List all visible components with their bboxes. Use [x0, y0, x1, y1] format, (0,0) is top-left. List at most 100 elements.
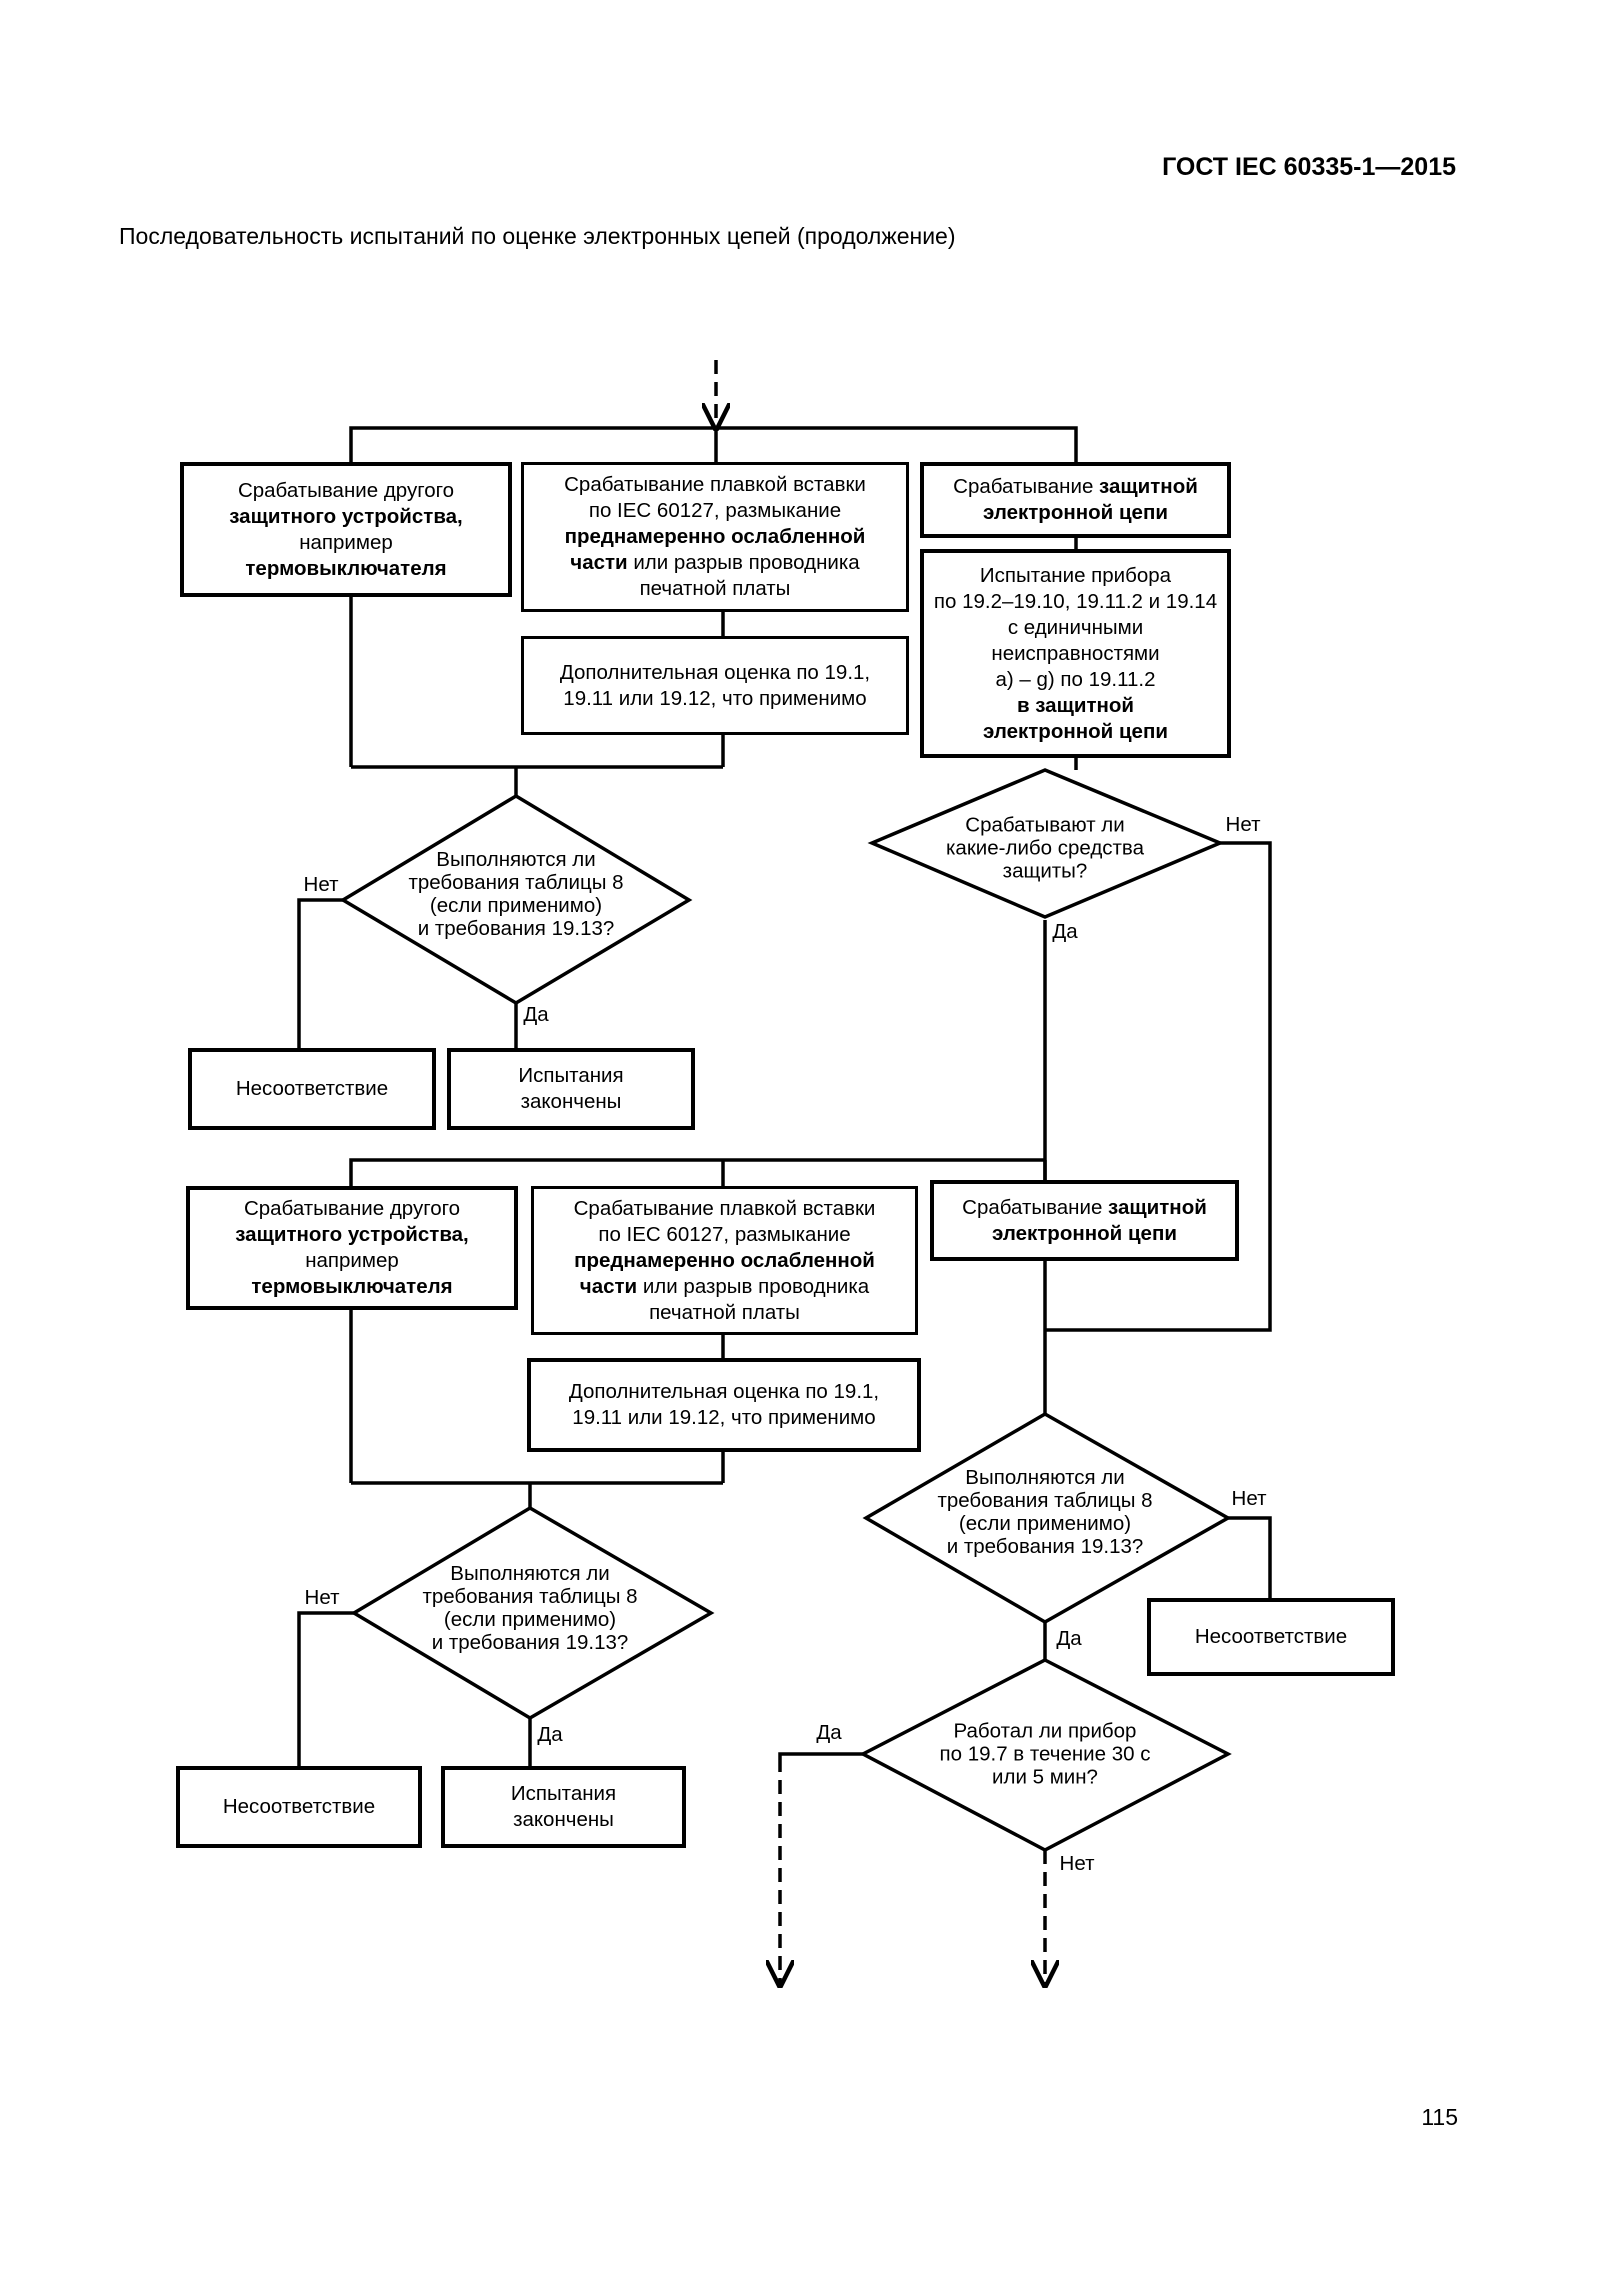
fuse-text: преднамеренно ослабленной [574, 1248, 875, 1272]
yes-label: Да [537, 1723, 563, 1746]
appliance-test-text: по 19.2–19.10, 19.11.2 и 19.14 [933, 589, 1218, 613]
nonconformity-box: Несоответствие [188, 1048, 436, 1130]
decision-shape [862, 1411, 1232, 1625]
decision-text: (если применимо) [443, 1608, 617, 1631]
yes-label: Да [1056, 1627, 1082, 1650]
tests-done-text: Испытания [518, 1064, 624, 1087]
other-device-text: например [299, 530, 393, 554]
decision-requirements-2: Выполняются ли требования таблицы 8 (есл… [422, 1562, 637, 1654]
fuse-text: по IEC 60127, размыкание [588, 499, 842, 522]
decision-text: Выполняются ли [450, 1562, 610, 1585]
fuse-text: по IEC 60127, размыкание [598, 1222, 851, 1246]
fuse-box-2: Срабатывание плавкой вставки по IEC 6012… [531, 1186, 918, 1335]
appliance-test-text: a) – g) по 19.11.2 [995, 667, 1156, 691]
fuse-text: печатной платы [639, 577, 791, 600]
protective-circuit-box-2: Срабатывание защитной электронной цепи [930, 1180, 1239, 1261]
no-label: Нет [1231, 1487, 1267, 1510]
fuse-text: Срабатывание плавкой вставки [564, 473, 866, 496]
decision-requirements-3: Выполняются ли требования таблицы 8 (есл… [937, 1466, 1152, 1558]
protective-circuit-text: защитной [1099, 475, 1198, 498]
no-label: Нет [1059, 1852, 1095, 1875]
other-device-text: например [305, 1249, 399, 1272]
no-label: Нет [303, 873, 339, 896]
decision-text: Работал ли прибор [953, 1719, 1137, 1743]
nonconformity-text: Несоответствие [235, 1077, 389, 1100]
protective-circuit-box: Срабатывание защитной электронной цепи [920, 462, 1231, 538]
decision-text: по 19.7 в течение 30 с [939, 1742, 1151, 1766]
other-device-box: Срабатывание другого защитного устройств… [180, 462, 512, 597]
protective-circuit-text: Срабатывание [953, 475, 1100, 498]
decision-shape [859, 1658, 1232, 1852]
fuse-text: части [579, 1274, 638, 1298]
nonconformity-box-2: Несоответствие [176, 1766, 422, 1848]
fuse-text: или разрыв проводника [637, 1274, 870, 1298]
additional-eval-box: Дополнительная оценка по 19.1, 19.11 или… [521, 636, 909, 735]
appliance-test-text: неисправностями [991, 641, 1160, 665]
other-device-text: Срабатывание другого [237, 478, 455, 502]
appliance-test-text: электронной цепи [983, 719, 1168, 743]
additional-eval-box-2: Дополнительная оценка по 19.1, 19.11 или… [527, 1358, 921, 1452]
tests-done-box: Испытания закончены [447, 1048, 695, 1130]
no-label: Нет [304, 1586, 340, 1609]
additional-eval-text: Дополнительная оценка по 19.1, [559, 660, 871, 684]
nonconformity-box-3: Несоответствие [1147, 1598, 1395, 1676]
decision-any-protection: Срабатывают ли какие-либо средства защит… [946, 814, 1144, 883]
other-device-text: термовыключателя [251, 1275, 453, 1298]
yes-label: Да [523, 1003, 549, 1026]
protective-circuit-text: Срабатывание [962, 1195, 1109, 1219]
fuse-text: Срабатывание плавкой вставки [573, 1196, 876, 1220]
tests-done-text: закончены [513, 1808, 614, 1831]
other-device-text: защитного устройства, [229, 504, 463, 528]
other-device-text: защитного устройства, [235, 1223, 469, 1246]
appliance-test-text: с единичными [1007, 615, 1144, 639]
tests-done-box-2: Испытания закончены [441, 1766, 686, 1848]
document-number: ГОСТ IEC 60335-1—2015 [1162, 153, 1456, 181]
fuse-box: Срабатывание плавкой вставки по IEC 6012… [521, 462, 909, 612]
decision-text: (если применимо) [429, 894, 603, 917]
no-loop-right [1045, 841, 1272, 1332]
decision-text: какие-либо средства [946, 836, 1144, 860]
other-device-text: термовыключателя [245, 556, 447, 580]
appliance-test-box: Испытание прибора по 19.2–19.10, 19.11.2… [920, 549, 1231, 758]
decision-requirements-1: Выполняются ли требования таблицы 8 (есл… [408, 848, 623, 940]
fuse-text: или разрыв проводника [627, 551, 860, 574]
decision-shape [867, 768, 1225, 919]
protective-circuit-text: защитной [1108, 1195, 1207, 1219]
additional-eval-text: 19.11 или 19.12, что применимо [572, 1406, 876, 1429]
decision-text: требования таблицы 8 [937, 1489, 1153, 1512]
branch-bus-top [349, 426, 1078, 462]
decision-shape [339, 793, 693, 1006]
fuse-text: печатной платы [649, 1300, 800, 1324]
decision-text: (если применимо) [958, 1512, 1132, 1535]
page-number: 115 [1421, 2104, 1458, 2130]
nonconformity-text: Несоответствие [222, 1795, 376, 1818]
protective-circuit-text: электронной цепи [983, 501, 1168, 524]
decision-text: требования таблицы 8 [408, 871, 624, 894]
tests-done-text: закончены [520, 1090, 622, 1113]
appliance-test-text: Испытание прибора [979, 563, 1172, 587]
decision-text: требования таблицы 8 [422, 1585, 638, 1608]
decision-text: защиты? [1002, 859, 1088, 883]
decision-worked-30s: Работал ли прибор по 19.7 в течение 30 с… [940, 1720, 1151, 1789]
decision-text: Выполняются ли [965, 1466, 1125, 1489]
other-device-box-2: Срабатывание другого защитного устройств… [186, 1186, 518, 1310]
tests-done-text: Испытания [510, 1782, 617, 1805]
decision-text: и требования 19.13? [946, 1535, 1144, 1558]
branch-bus-middle [349, 1158, 1045, 1186]
yes-label: Да [1052, 920, 1078, 943]
appliance-test-text: в защитной [1016, 693, 1135, 717]
other-device-text: Срабатывание другого [243, 1197, 461, 1220]
fuse-text: преднамеренно ослабленной [564, 525, 866, 548]
decision-text: Срабатывают ли [965, 813, 1125, 837]
decision-text: и требования 19.13? [431, 1631, 629, 1654]
additional-eval-text: Дополнительная оценка по 19.1, [568, 1380, 880, 1403]
decision-shape [350, 1505, 715, 1721]
yes-label: Да [816, 1721, 842, 1744]
figure-caption: Последовательность испытаний по оценке э… [119, 223, 956, 249]
protective-circuit-text: электронной цепи [992, 1221, 1177, 1245]
decision-text: Выполняются ли [436, 848, 596, 871]
no-label: Нет [1225, 813, 1261, 836]
fuse-text: части [570, 551, 628, 574]
additional-eval-text: 19.11 или 19.12, что применимо [563, 686, 867, 710]
